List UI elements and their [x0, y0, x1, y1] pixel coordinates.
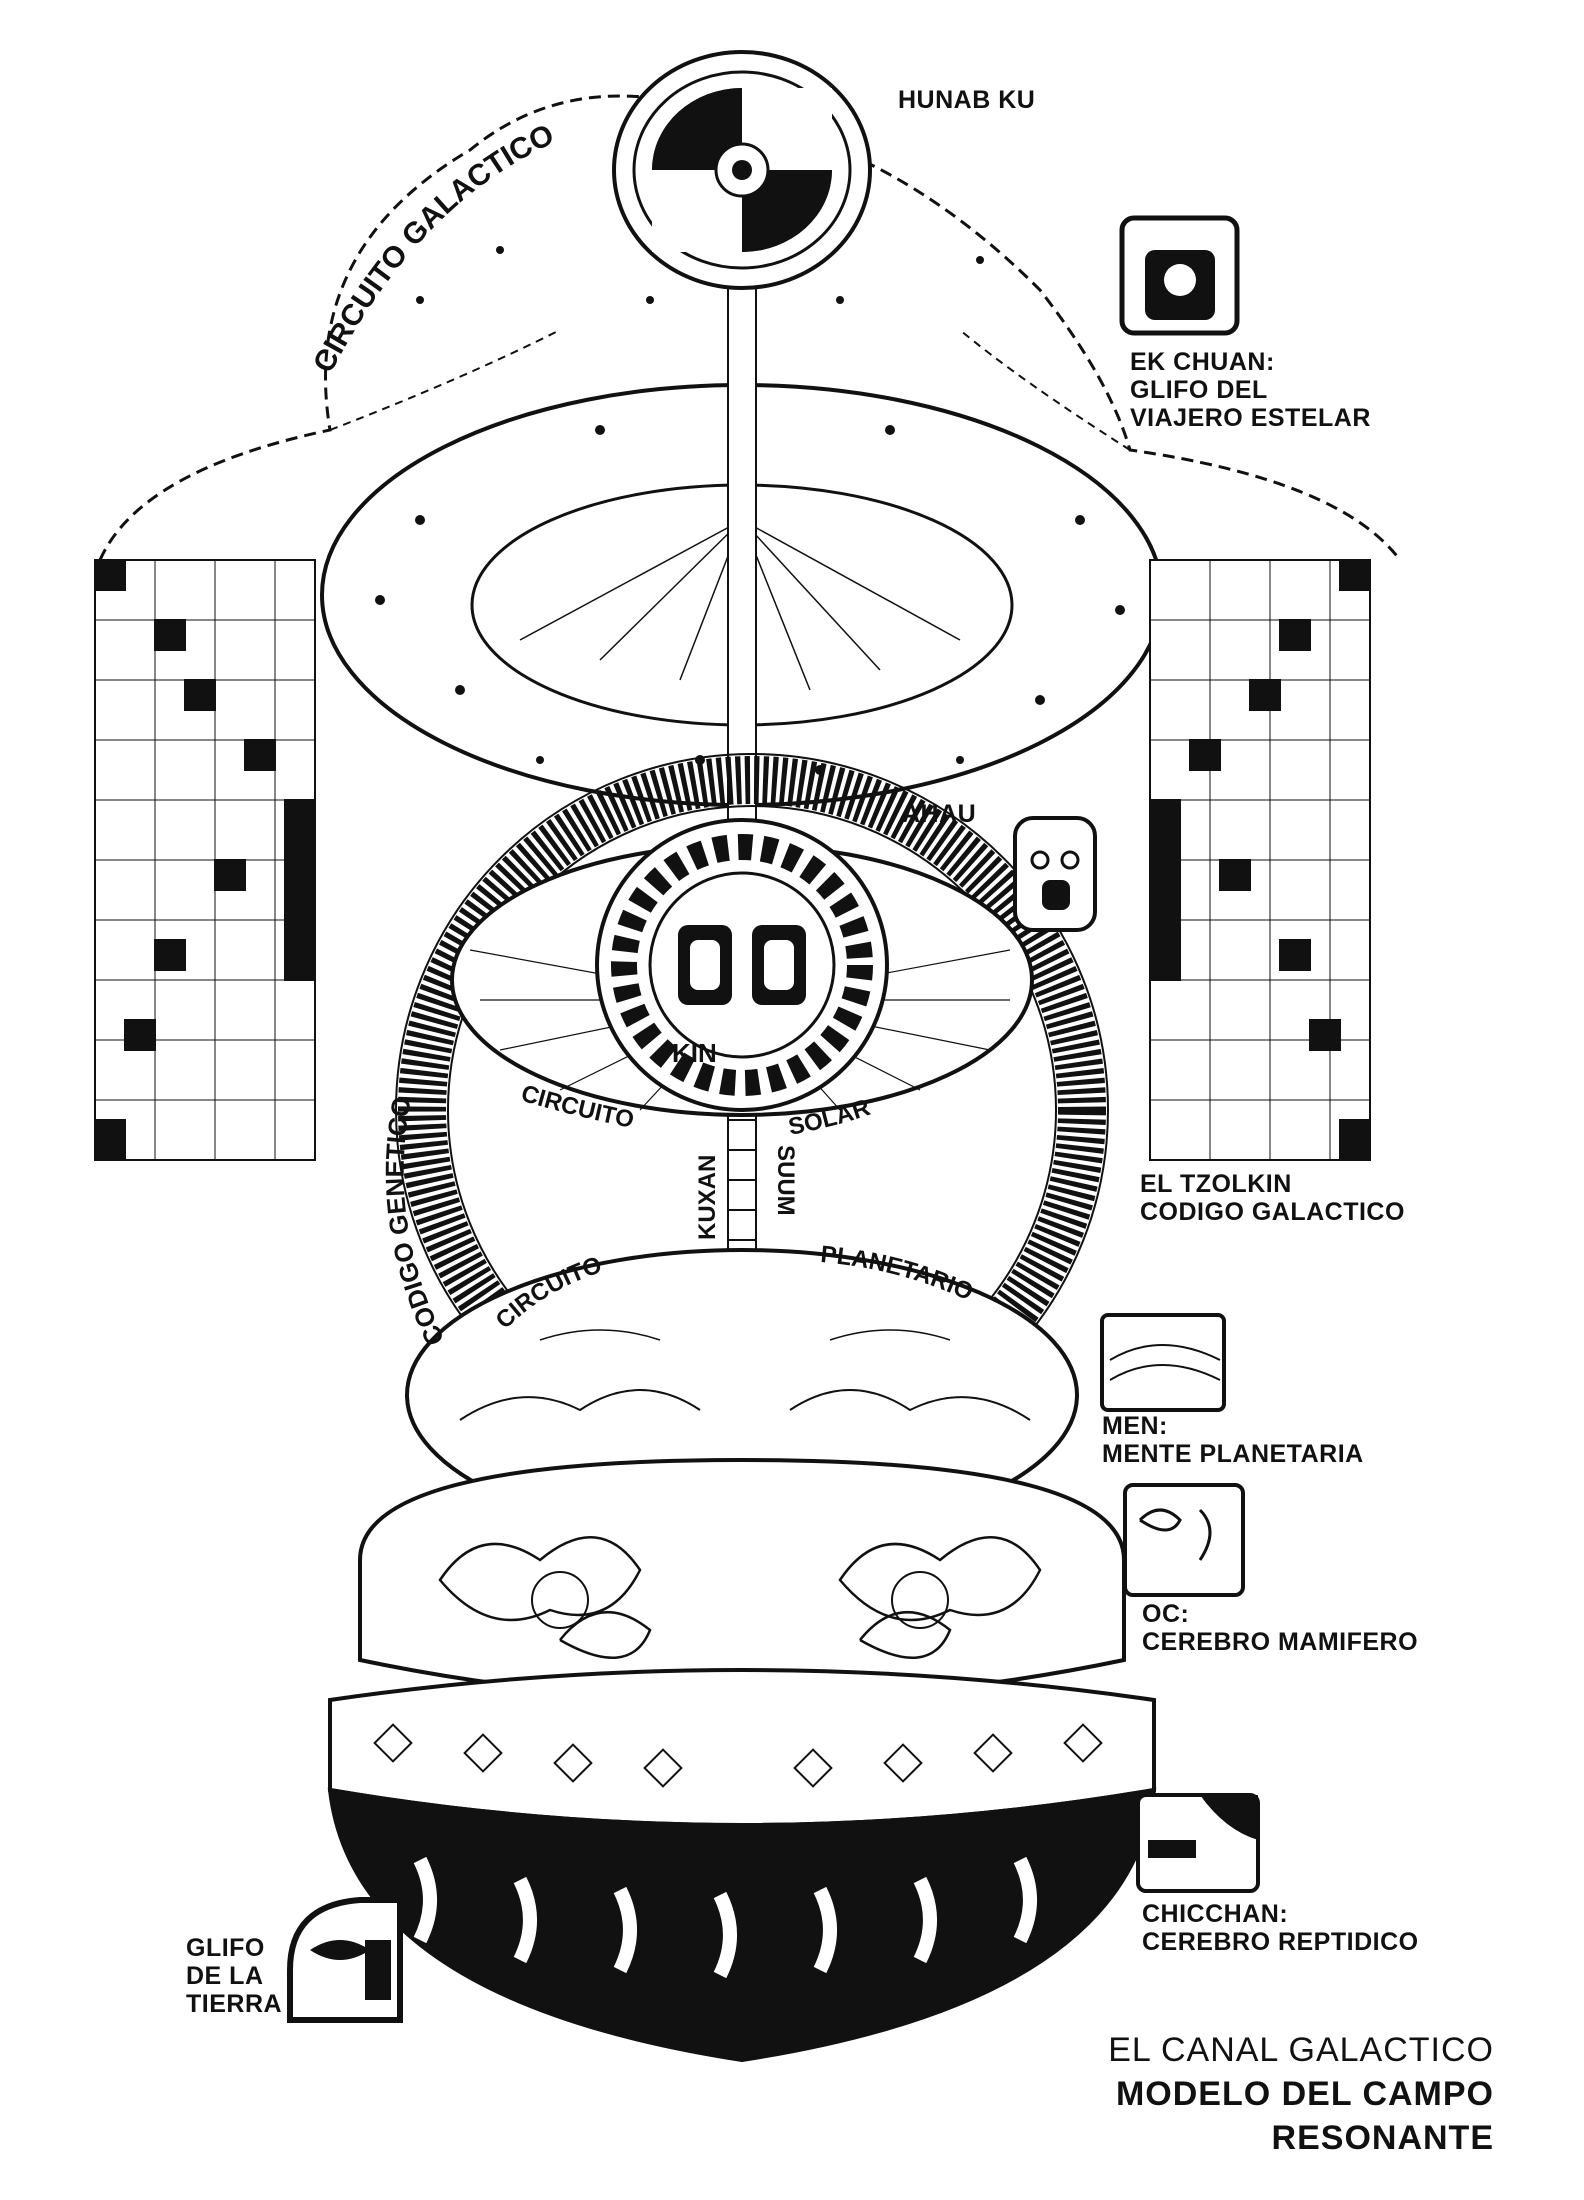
ek-chuan-label: EK CHUAN: GLIFO DEL VIAJERO ESTELAR	[1130, 348, 1371, 432]
men-label: MEN: MENTE PLANETARIA	[1102, 1412, 1364, 1468]
hunab-ku-label: HUNAB KU	[898, 86, 1035, 114]
glifo-tierra-label: GLIFO DE LA TIERRA	[186, 1934, 282, 2018]
kuxan-label: KUXAN	[694, 1155, 721, 1240]
sun-glyph	[597, 820, 887, 1110]
earth-base	[330, 1790, 1154, 2060]
reptilian-brain-layer	[330, 1670, 1154, 1825]
kin-label: KIN	[672, 1038, 717, 1068]
earth-glyph-icon	[290, 1900, 400, 2020]
oc-label: OC: CEREBRO MAMIFERO	[1142, 1600, 1418, 1656]
figure-title-line-2: MODELO DEL CAMPO	[1108, 2072, 1494, 2116]
suum-label: SUUM	[772, 1145, 799, 1216]
chicchan-label: CHICCHAN: CEREBRO REPTIDICO	[1142, 1900, 1419, 1956]
figure-title-line-3: RESONANTE	[1108, 2116, 1494, 2160]
chicchan-glyph-icon	[1138, 1795, 1258, 1891]
oc-glyph-icon	[1125, 1485, 1243, 1595]
hunab-ku-glyph	[614, 52, 870, 288]
tzolkin-label: EL TZOLKIN CODIGO GALACTICO	[1140, 1170, 1405, 1226]
ek-chuan-glyph-icon	[1122, 218, 1237, 333]
figure-title-line-1: EL CANAL GALACTICO	[1108, 2028, 1494, 2072]
ahau-glyph-icon	[1015, 818, 1095, 930]
ahau-label: AHAU	[902, 800, 976, 828]
figure-title: EL CANAL GALACTICO MODELO DEL CAMPO RESO…	[1108, 2028, 1494, 2161]
mammalian-brain-layer	[360, 1460, 1124, 1700]
men-glyph-icon	[1102, 1315, 1224, 1410]
circuito-galactico-label: CIRCUITO GALACTICO	[307, 118, 559, 378]
